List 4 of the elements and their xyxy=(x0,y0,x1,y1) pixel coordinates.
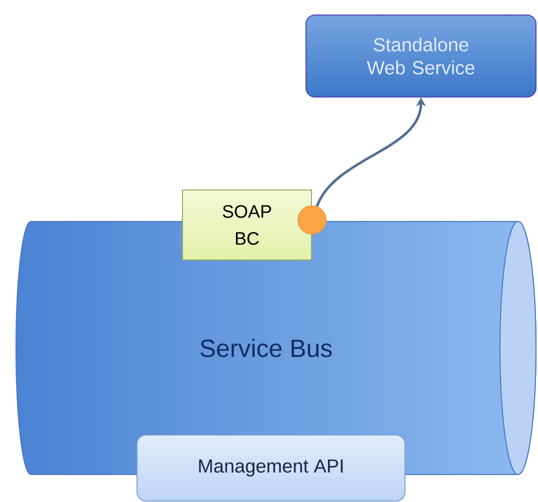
component-box: SOAP BC xyxy=(182,189,312,260)
service-box: Standalone Web Service xyxy=(306,14,536,98)
connector-dot xyxy=(298,206,326,234)
api-box: Management API xyxy=(136,434,406,502)
